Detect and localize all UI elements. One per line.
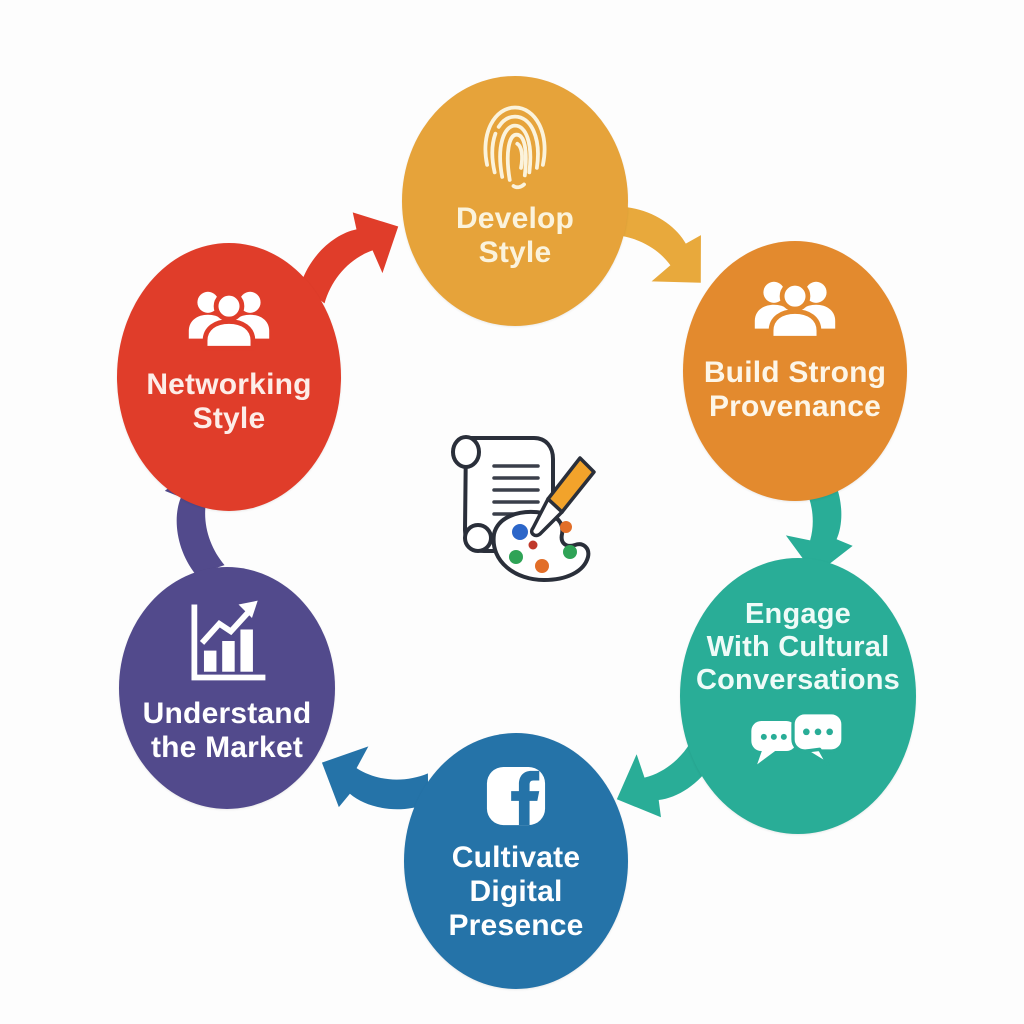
step-cultivate-digital-presence: Cultivate Digital Presence [404,733,628,989]
step-label-line: Cultivate [451,841,581,874]
arrow-develop-to-provenance [577,174,730,323]
step-develop-style: Develop Style [402,76,628,326]
step-label-line: Conversations [695,663,901,696]
chat-bubbles-icon [746,706,850,771]
step-label-line: Presence [448,908,584,942]
step-label-line: Style [478,235,552,269]
step-label-line: With Cultural [706,630,890,663]
people-group-icon [747,277,843,344]
step-engage-with-cultural-conversations: Engage With Cultural Conversations [680,558,916,834]
arrow-shape [300,212,399,304]
people-group-icon [181,287,277,354]
step-label: Networking Style [146,368,311,436]
scroll-and-paint-palette-icon [432,424,612,592]
step-label: Build Strong Provenance [704,356,886,424]
step-label-line: Style [192,401,266,435]
step-networking-style: Networking Style [117,243,341,511]
arrow-cultivate-to-understand [306,715,451,842]
arrow-shape [605,206,701,283]
arrow-shape [321,746,429,810]
bar-chart-growth-icon [177,593,277,689]
step-label-line: Engage [745,598,851,630]
step-label: Understand the Market [143,697,312,765]
fingerprint-icon [476,100,554,192]
step-understand-the-market: Understand the Market [119,567,335,809]
facebook-f-glyph [511,770,540,826]
step-label: Engage With Cultural Conversations [696,598,900,696]
facebook-icon [485,765,547,827]
step-label-line: Networking [146,368,312,401]
step-label: Develop Style [456,202,574,270]
step-label-line: Develop [455,202,575,235]
arrow-networking-to-develop [275,190,427,334]
step-label: Cultivate Digital Presence [448,841,583,943]
step-label-line: Digital [469,874,563,908]
step-build-strong-provenance: Build Strong Provenance [683,241,907,501]
step-label-line: Understand [142,697,312,730]
step-label-line: the Market [150,730,304,764]
step-label-line: Provenance [708,389,882,423]
step-label-line: Build Strong [703,356,887,389]
